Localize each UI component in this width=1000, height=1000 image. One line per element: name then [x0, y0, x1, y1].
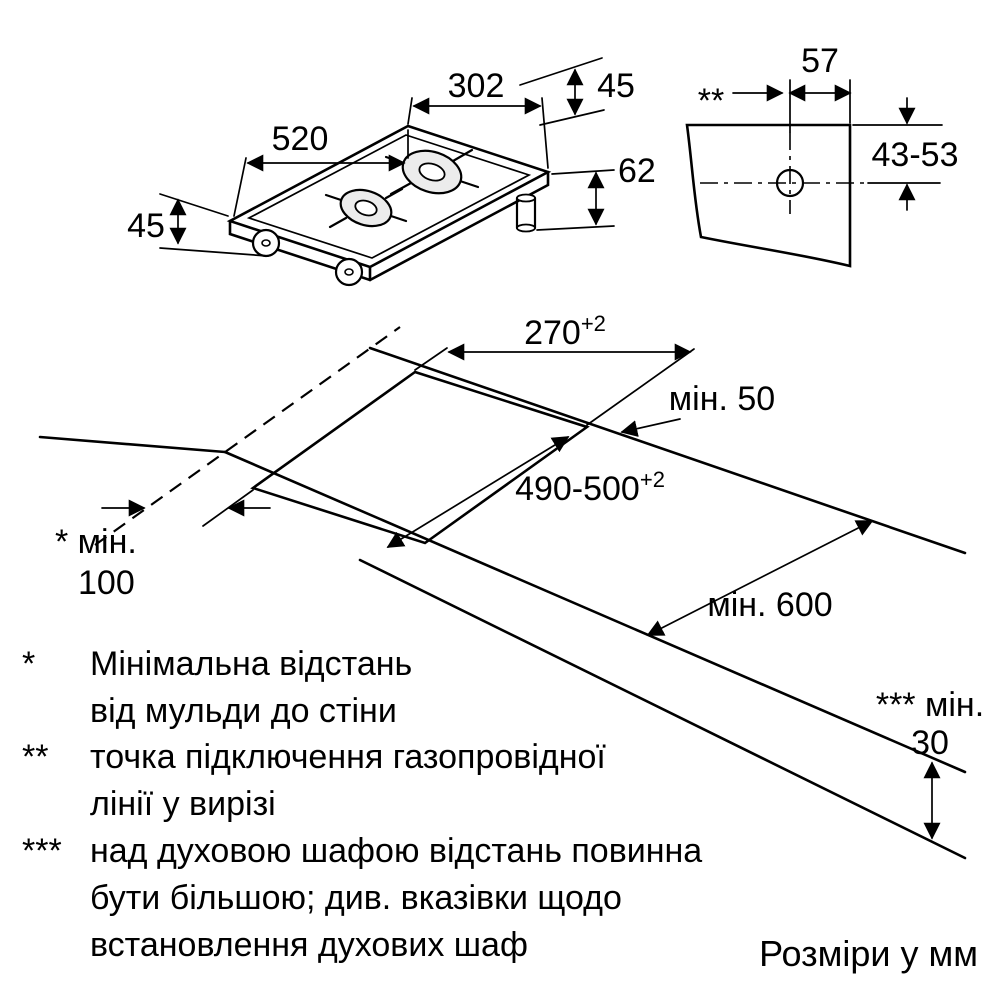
dim-min-100-label-2: 100: [78, 564, 135, 602]
cutout-outline: [250, 370, 590, 545]
units-note: Розміри у мм: [759, 933, 978, 974]
burner-small: [339, 188, 393, 228]
hob-inner-rim: [246, 134, 532, 259]
hob-isometric-view: 302 520 45 45 62: [127, 57, 656, 287]
footnotes: * Мінімальна відстань від мульди до стін…: [22, 645, 702, 964]
dim-57-label: 57: [801, 42, 839, 80]
gas-point-marker-label: **: [698, 82, 724, 120]
dim-min-50: мін. 50: [620, 380, 775, 437]
control-knobs: [251, 228, 364, 287]
dim-cutout-270-label: 270+2: [524, 311, 606, 352]
dim-min-30: *** мін. 30: [876, 686, 984, 840]
dim-min-30-label-2: 30: [911, 724, 949, 762]
dim-520: 520: [233, 120, 409, 217]
worktop-back-edge: [368, 346, 967, 555]
footnote-3-line-2: бути більшою; див. вказівки щодо: [90, 879, 622, 917]
hob-body-edges: [228, 170, 550, 282]
dim-min-600: мін. 600: [646, 520, 874, 636]
worktop-section-outline: [685, 123, 852, 268]
dim-45-right-label: 45: [597, 67, 635, 105]
gas-pipe: [515, 193, 537, 233]
dim-cutout-270: 270+2: [414, 311, 695, 426]
dim-45-right: 45: [519, 57, 635, 126]
dim-62-label: 62: [618, 152, 656, 190]
dim-43-53: 43-53: [852, 97, 959, 211]
dim-62: 62: [536, 152, 656, 231]
dim-43-53-label: 43-53: [872, 136, 959, 174]
dim-45-left-label: 45: [127, 207, 165, 245]
footnote-2-line-1: точка підключення газопровідної: [90, 738, 606, 776]
footnote-2-marker: **: [22, 738, 48, 776]
footnote-1-line-1: Мінімальна відстань: [90, 645, 412, 683]
side-wall-dashed-line: [94, 326, 401, 546]
worktop-front-edge: [223, 450, 967, 774]
centerlines: [700, 132, 866, 214]
footnote-3-marker: ***: [22, 832, 62, 870]
dim-45-left: 45: [127, 193, 269, 257]
footnote-3-line-1: над духовою шафою відстань повинна: [90, 832, 702, 870]
gas-point-marker: **: [698, 82, 784, 120]
dim-min-30-label-1: *** мін.: [876, 686, 984, 724]
worktop-front-lower-edge: [358, 558, 967, 860]
dim-min-100-label-1: * мін.: [55, 523, 137, 561]
dim-cutout-490-500: 490-500+2: [386, 436, 665, 548]
dim-520-label: 520: [272, 120, 329, 158]
dim-min-600-label: мін. 600: [707, 586, 832, 624]
section-view: 57 ** 43-53: [685, 42, 959, 268]
footnote-3-line-3: встановлення духових шаф: [90, 926, 528, 964]
dim-302: 302: [407, 67, 549, 169]
footnote-1-line-2: від мульди до стіни: [90, 692, 397, 730]
dim-min-50-label: мін. 50: [669, 380, 775, 418]
dim-min-100: * мін. 100: [55, 489, 271, 602]
dim-302-label: 302: [448, 67, 505, 105]
worktop-view: 270+2 490-500+2 мін. 50 * мін. 100 мін. …: [38, 311, 984, 860]
wall-edge-line: [38, 435, 227, 454]
dim-cutout-490-500-label: 490-500+2: [515, 467, 665, 508]
footnote-1-marker: *: [22, 645, 35, 683]
footnote-2-line-2: лінії у вирізі: [90, 785, 276, 823]
dim-57: 57: [788, 42, 852, 133]
